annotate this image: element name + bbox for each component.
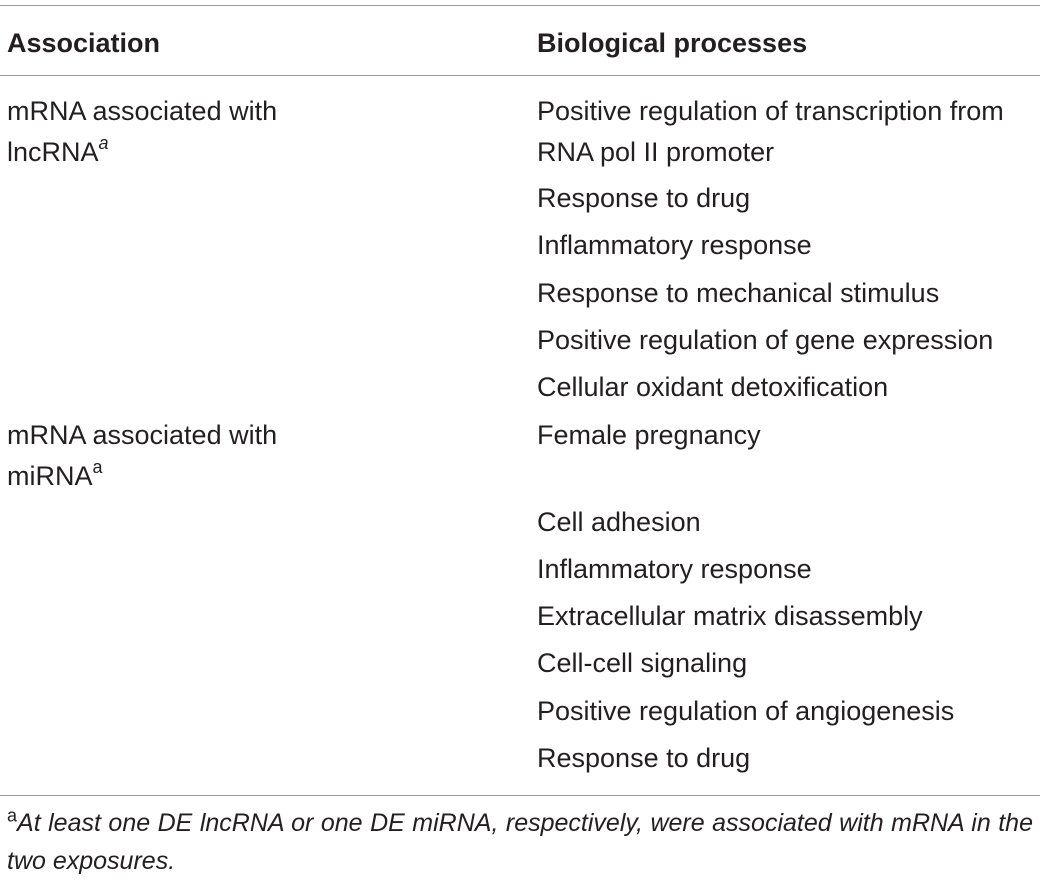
process-cell: Positive regulation of angiogenesis <box>537 696 955 726</box>
process-cell: Inflammatory response <box>537 230 812 260</box>
table-header-rule <box>0 75 1040 76</box>
table-top-rule <box>0 5 1040 6</box>
process-cell: Response to mechanical stimulus <box>537 278 940 308</box>
footnote-marker: a <box>92 457 103 477</box>
process-cell: Cell-cell signaling <box>537 648 748 678</box>
association-cell: mRNA associated with <box>7 96 278 126</box>
process-cell: Positive regulation of transcription fro… <box>537 96 1004 126</box>
association-label: miRNA <box>7 461 93 491</box>
process-cell: Extracellular matrix disassembly <box>537 601 923 631</box>
footnote-marker: a <box>98 133 109 153</box>
process-cell: Cellular oxidant detoxification <box>537 372 889 402</box>
association-cell: mRNA associated with <box>7 420 278 450</box>
association-label: lncRNA <box>7 137 99 167</box>
association-cell: miRNAa <box>7 456 103 497</box>
process-cell: Inflammatory response <box>537 554 812 584</box>
process-cell: Response to drug <box>537 183 751 213</box>
table-bottom-rule <box>0 795 1040 796</box>
process-cell: Positive regulation of gene expression <box>537 325 994 355</box>
header-biological-processes: Biological processes <box>537 28 808 58</box>
table-footnote: aAt least one DE lncRNA or one DE miRNA,… <box>7 804 1033 880</box>
header-association: Association <box>7 28 161 58</box>
process-cell: Response to drug <box>537 743 751 773</box>
footnote-text: At least one DE lncRNA or one DE miRNA, … <box>7 809 1033 875</box>
association-cell: lncRNAa <box>7 132 109 173</box>
process-cell: Cell adhesion <box>537 507 701 537</box>
process-cell: RNA pol II promoter <box>537 137 775 167</box>
process-cell: Female pregnancy <box>537 420 761 450</box>
footnote-mark: a <box>7 805 18 826</box>
